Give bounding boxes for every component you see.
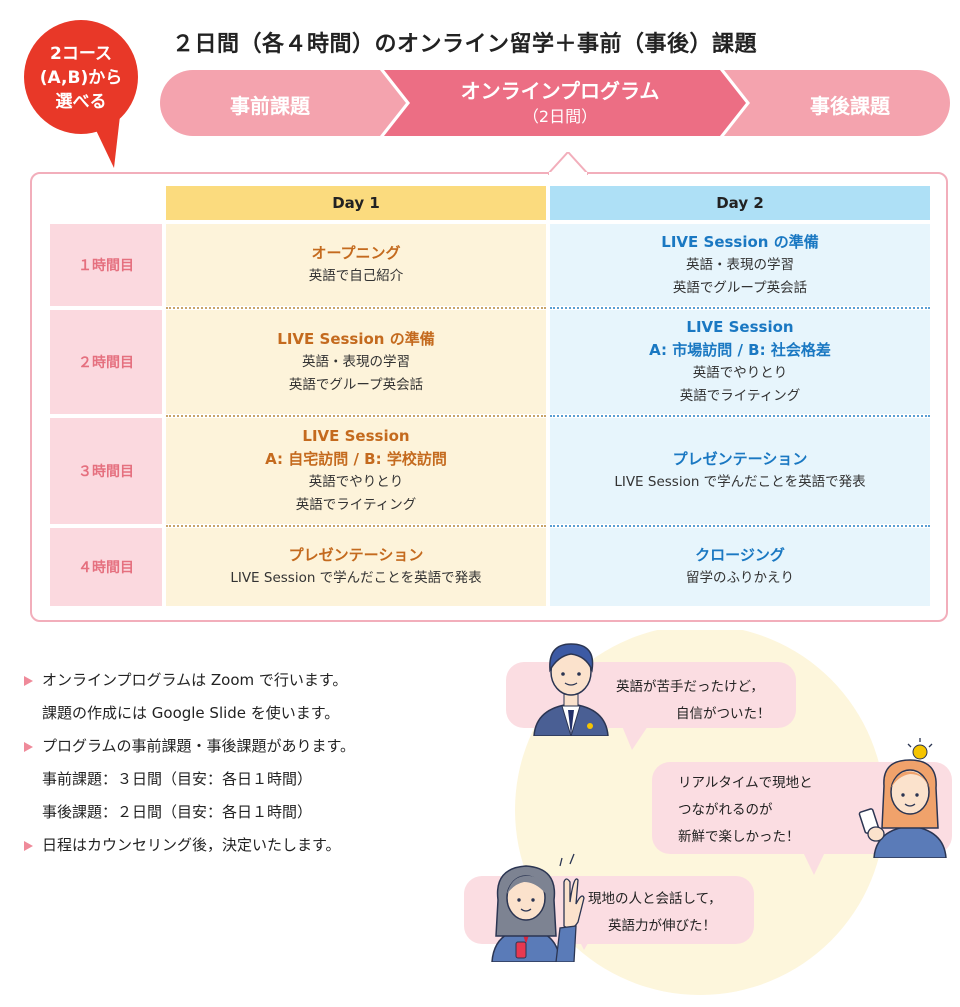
voice-line: 自信がついた！ xyxy=(676,706,771,722)
voice-2-text: リアルタイムで現地と つながれるのが 新鮮で楽しかった！ xyxy=(678,770,813,851)
flow-arrow-pre xyxy=(160,70,406,136)
flow-main-title: オンラインプログラム xyxy=(460,79,660,103)
cell-title: LIVE Session xyxy=(686,318,794,336)
notes-list: オンラインプログラムは Zoom で行います。 課題の作成には Google S… xyxy=(22,664,442,862)
column-header-day2: Day 2 xyxy=(550,186,930,220)
badge-line-2: (A,B)から xyxy=(39,68,123,88)
cell-subtitle: A: 市場訪問 / B: 社会格差 xyxy=(649,341,831,359)
cell-line: 英語でやりとり xyxy=(692,365,788,381)
course-badge: 2コース (A,B)から 選べる xyxy=(22,18,140,168)
triangle-bullet-icon xyxy=(24,676,33,686)
column-header-day1: Day 1 xyxy=(166,186,546,220)
cell-day1-period2: LIVE Session の準備 英語・表現の学習 英語でグループ英会話 xyxy=(166,310,546,414)
voice-line: つながれるのが xyxy=(678,802,773,818)
cell-day1-period4: プレゼンテーション LIVE Session で学んだことを英語で発表 xyxy=(166,528,546,606)
row-divider xyxy=(166,415,546,417)
voice-1-text: 英語が苦手だったけど， 自信がついた！ xyxy=(616,674,771,728)
voice-line: 現地の人と会話して， xyxy=(588,891,722,907)
note-item: 事後課題：２日間（目安：各日１時間） xyxy=(22,796,442,829)
cell-line: 英語・表現の学習 xyxy=(302,353,410,370)
cell-line: 英語で自己紹介 xyxy=(308,268,404,284)
badge-shape xyxy=(24,20,138,168)
cell-line: 英語でグループ英会話 xyxy=(672,279,808,296)
cell-line: 英語・表現の学習 xyxy=(686,256,794,273)
cell-day2-period2: LIVE Session A: 市場訪問 / B: 社会格差 英語でやりとり 英… xyxy=(550,310,930,414)
flow-arrow-main xyxy=(384,70,746,136)
cell-line: LIVE Session で学んだことを英語で発表 xyxy=(230,570,482,586)
triangle-bullet-icon xyxy=(24,841,33,851)
page-title: ２日間（各４時間）のオンライン留学＋事前（事後）課題 xyxy=(172,32,758,57)
flow-pre-label: 事前課題 xyxy=(230,94,310,118)
student-girl-waving-illustration xyxy=(491,853,585,962)
note-text: 事前課題：３日間（目安：各日１時間） xyxy=(42,770,313,788)
voice-3-text: 現地の人と会話して， 英語力が伸びた！ xyxy=(588,886,722,940)
cell-line: LIVE Session で学んだことを英語で発表 xyxy=(614,474,866,490)
cell-day2-period3: プレゼンテーション LIVE Session で学んだことを英語で発表 xyxy=(550,418,930,524)
note-item: 日程はカウンセリング後，決定いたします。 xyxy=(22,829,442,862)
cell-line: 英語でやりとり xyxy=(308,474,404,490)
row-label-period4: ４時間目 xyxy=(50,528,162,606)
note-item: プログラムの事前課題・事後課題があります。 xyxy=(22,730,442,763)
row-divider xyxy=(166,525,546,527)
flow-arrows xyxy=(160,70,950,136)
cell-title: LIVE Session xyxy=(302,427,410,445)
triangle-bullet-icon xyxy=(24,742,33,752)
note-text: 課題の作成には Google Slide を使います。 xyxy=(42,704,340,722)
voice-line: 新鮮で楽しかった！ xyxy=(678,829,800,845)
row-label-period3: ３時間目 xyxy=(50,418,162,524)
row-divider xyxy=(166,307,546,309)
row-divider xyxy=(550,525,930,527)
row-label-period1: １時間目 xyxy=(50,224,162,306)
flow-arrow-post xyxy=(724,70,950,136)
note-text: 日程はカウンセリング後，決定いたします。 xyxy=(42,836,341,854)
cell-line: 英語でライティング xyxy=(295,497,417,513)
voice-line: 英語が苦手だったけど， xyxy=(616,679,764,695)
cell-line: 英語でグループ英会話 xyxy=(288,376,424,393)
flow-main-label: オンラインプログラム （2日間） xyxy=(410,78,710,130)
program-flow: 事前課題 オンラインプログラム （2日間） 事後課題 xyxy=(160,70,950,136)
badge-line-3: 選べる xyxy=(55,92,107,112)
badge-line-1: 2コース xyxy=(50,44,112,64)
cell-day2-period4: クロージング 留学のふりかえり xyxy=(550,528,930,606)
cell-title: オープニング xyxy=(311,244,401,262)
row-divider xyxy=(550,307,930,309)
row-label-period2: ２時間目 xyxy=(50,310,162,414)
cell-title: プレゼンテーション xyxy=(288,546,424,564)
cell-line: 英語でライティング xyxy=(679,388,801,404)
note-item: 課題の作成には Google Slide を使います。 xyxy=(22,697,442,730)
cell-title: LIVE Session の準備 xyxy=(277,329,435,348)
note-text: 事後課題：２日間（目安：各日１時間） xyxy=(42,803,313,821)
flow-post-label: 事後課題 xyxy=(810,94,890,118)
student-voices: 英語が苦手だったけど， 自信がついた！ リアルタイムで現地と つながれるのが 新… xyxy=(462,630,960,1007)
cell-day1-period1: オープニング 英語で自己紹介 xyxy=(166,224,546,306)
student-girl-phone-illustration xyxy=(858,738,947,858)
note-item: 事前課題：３日間（目安：各日１時間） xyxy=(22,763,442,796)
note-text: プログラムの事前課題・事後課題があります。 xyxy=(42,737,356,755)
cell-day1-period3: LIVE Session A: 自宅訪問 / B: 学校訪問 英語でやりとり 英… xyxy=(166,418,546,524)
flow-main-sub: （2日間） xyxy=(522,107,598,126)
voice-line: 英語力が伸びた！ xyxy=(608,918,716,934)
note-text: オンラインプログラムは Zoom で行います。 xyxy=(42,671,348,689)
cell-title: LIVE Session の準備 xyxy=(661,232,819,251)
cell-title: プレゼンテーション xyxy=(672,450,808,468)
badge-text: 2コース (A,B)から 選べる xyxy=(22,42,140,114)
cell-line: 留学のふりかえり xyxy=(686,570,794,586)
voice-line: リアルタイムで現地と xyxy=(678,775,813,791)
note-item: オンラインプログラムは Zoom で行います。 xyxy=(22,664,442,697)
cell-title: クロージング xyxy=(695,546,785,564)
cell-subtitle: A: 自宅訪問 / B: 学校訪問 xyxy=(265,450,447,468)
cell-day2-period1: LIVE Session の準備 英語・表現の学習 英語でグループ英会話 xyxy=(550,224,930,306)
row-divider xyxy=(550,415,930,417)
student-boy-illustration xyxy=(533,643,609,736)
